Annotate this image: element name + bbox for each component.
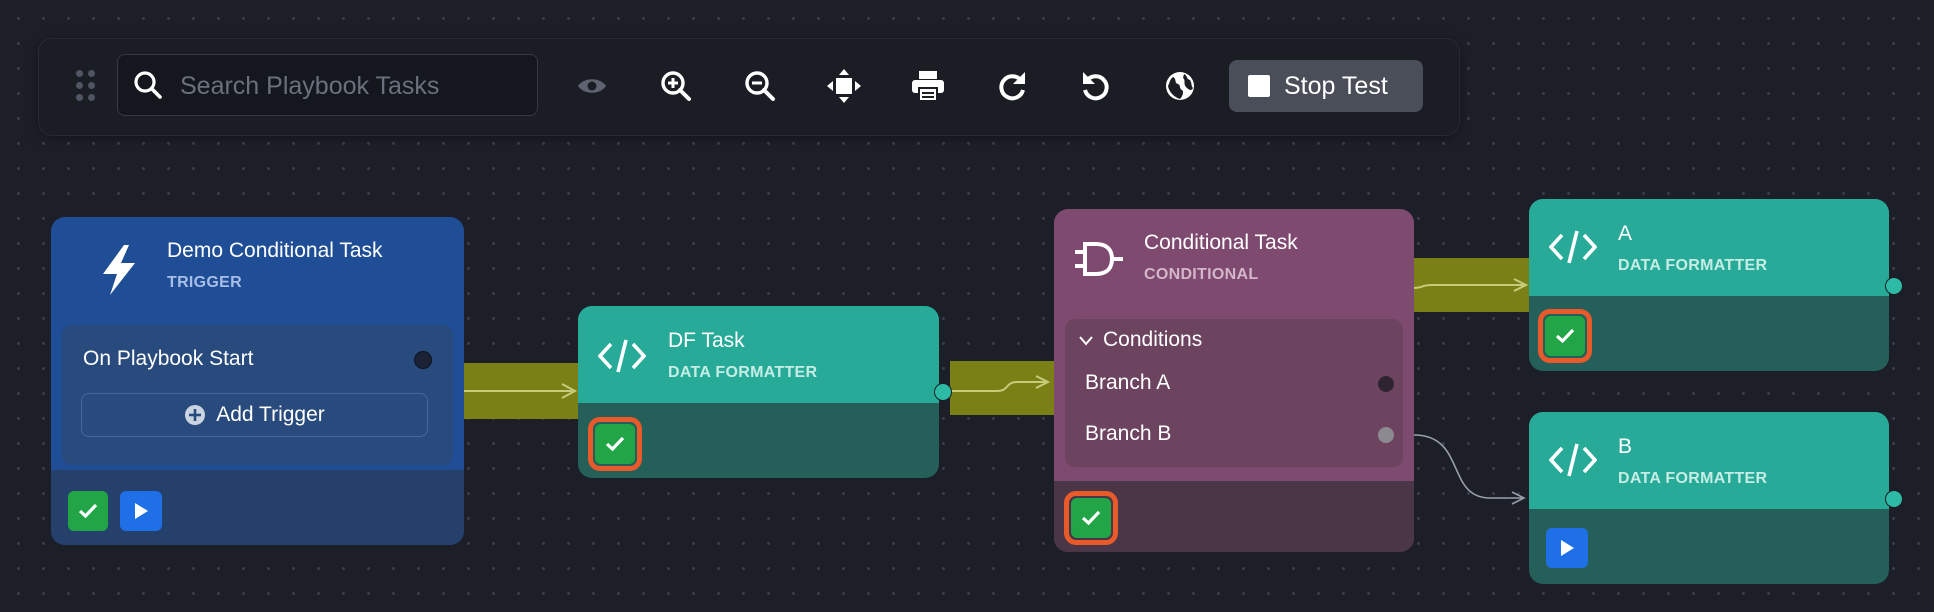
stop-test-button[interactable]: Stop Test: [1229, 60, 1423, 112]
a-type: DATA FORMATTER: [1618, 257, 1768, 274]
df-task-output-port[interactable]: [934, 383, 952, 401]
df-task-type: DATA FORMATTER: [668, 364, 818, 381]
search-input[interactable]: Search Playbook Tasks: [117, 54, 538, 116]
b-node[interactable]: B DATA FORMATTER: [1529, 412, 1889, 584]
trigger-title: Demo Conditional Task: [167, 239, 383, 262]
trigger-node[interactable]: Demo Conditional Task TRIGGER On Playboo…: [51, 217, 464, 545]
stop-test-label: Stop Test: [1284, 71, 1388, 100]
b-output-port[interactable]: [1885, 490, 1903, 508]
highlight-ring: [588, 417, 642, 471]
globe-icon[interactable]: [1158, 64, 1202, 108]
df-task-header: [578, 306, 939, 403]
branch-a-label: Branch A: [1085, 371, 1171, 394]
success-check-icon: [595, 424, 635, 464]
b-type: DATA FORMATTER: [1618, 470, 1768, 487]
branch-b-label: Branch B: [1085, 422, 1172, 445]
search-icon: [134, 71, 162, 99]
plug-icon: [1075, 242, 1123, 276]
print-icon[interactable]: [906, 64, 950, 108]
search-placeholder: Search Playbook Tasks: [180, 72, 440, 100]
zoom-in-icon[interactable]: [654, 64, 698, 108]
trigger-event-label: On Playbook Start: [83, 347, 254, 370]
fit-view-icon[interactable]: [822, 64, 866, 108]
conditions-panel: Conditions Branch A Branch B: [1065, 319, 1403, 467]
undo-icon[interactable]: [1074, 64, 1118, 108]
df-task-node[interactable]: DF Task DATA FORMATTER: [578, 306, 939, 478]
trigger-type: TRIGGER: [167, 274, 242, 291]
eye-icon[interactable]: [570, 64, 614, 108]
add-trigger-button[interactable]: Add Trigger: [81, 393, 428, 437]
branch-a-port[interactable]: [1378, 376, 1394, 392]
conditions-label: Conditions: [1103, 328, 1203, 351]
success-check-icon: [1545, 316, 1585, 356]
chevron-down-icon[interactable]: [1079, 336, 1093, 346]
b-title: B: [1618, 435, 1633, 458]
branch-b-port[interactable]: [1378, 427, 1394, 443]
drag-handle-icon[interactable]: [76, 70, 98, 102]
trigger-footer: [51, 470, 464, 545]
trigger-event-panel: On Playbook Start Add Trigger: [62, 325, 453, 465]
redo-icon[interactable]: [990, 64, 1034, 108]
conditional-task-node[interactable]: Conditional Task CONDITIONAL Conditions …: [1054, 209, 1414, 552]
code-icon: [1549, 443, 1597, 477]
a-header: [1529, 199, 1889, 296]
conditional-task-title: Conditional Task: [1144, 231, 1298, 254]
run-button[interactable]: [120, 491, 162, 531]
highlight-ring: [1064, 491, 1118, 545]
stop-icon: [1248, 75, 1270, 97]
lightning-icon: [103, 245, 135, 295]
a-output-port[interactable]: [1885, 277, 1903, 295]
b-header: [1529, 412, 1889, 509]
highlight-ring: [1538, 309, 1592, 363]
add-trigger-label: Add Trigger: [216, 403, 325, 426]
df-task-title: DF Task: [668, 329, 745, 352]
a-title: A: [1618, 222, 1633, 245]
success-check-icon: [68, 491, 108, 531]
trigger-output-port[interactable]: [414, 351, 432, 369]
zoom-out-icon[interactable]: [738, 64, 782, 108]
play-icon: [1561, 540, 1574, 556]
success-check-icon: [1071, 498, 1111, 538]
code-icon: [598, 339, 646, 373]
a-node[interactable]: A DATA FORMATTER: [1529, 199, 1889, 371]
play-icon: [135, 503, 148, 519]
code-icon: [1549, 230, 1597, 264]
conditional-task-type: CONDITIONAL: [1144, 266, 1259, 283]
plus-circle-icon: [185, 405, 206, 425]
run-button[interactable]: [1546, 528, 1588, 568]
